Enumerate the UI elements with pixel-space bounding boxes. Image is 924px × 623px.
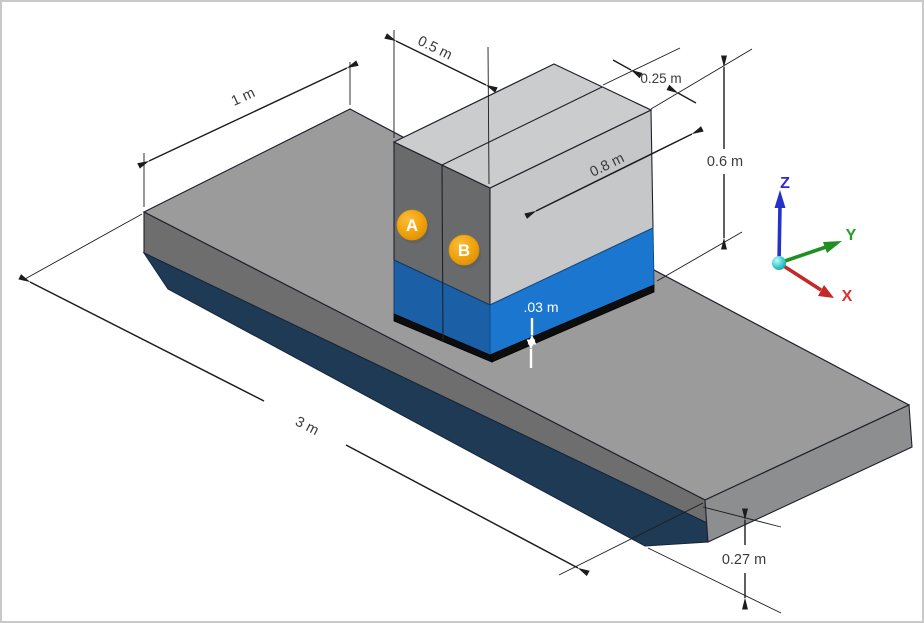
dim-label-bond-layer: .03 m <box>523 299 558 315</box>
dim-label-plate-pair-width: 0.5 m <box>415 33 455 63</box>
badge-plate-a: A <box>396 209 430 244</box>
slab-chamfer-face <box>142 251 709 547</box>
orientation-triad[interactable]: Z Y X <box>772 175 857 305</box>
dim-bond-layer: .03 m <box>523 299 559 368</box>
dim-label-slab-width: 1 m <box>229 85 258 110</box>
dim-label-slab-thickness: 0.27 m <box>722 552 766 568</box>
x-axis-arrowhead <box>818 285 834 298</box>
z-axis-label: Z <box>780 175 790 192</box>
z-axis[interactable]: Z <box>774 175 791 264</box>
badge-a-letter: A <box>406 216 418 235</box>
badge-a-circle <box>396 209 428 241</box>
badge-b-letter: B <box>458 241 470 260</box>
y-axis[interactable]: Y <box>778 227 857 265</box>
z-axis-arrowhead <box>774 190 786 208</box>
part-badges: A B <box>396 209 482 269</box>
slab-right-end-face <box>704 404 913 543</box>
dim-plate-height: 0.6 m <box>656 55 743 282</box>
badge-b-circle <box>448 234 480 266</box>
dim-label-plate-height: 0.6 m <box>707 154 743 170</box>
y-axis-label: Y <box>846 227 857 244</box>
x-axis-label: X <box>842 288 853 305</box>
y-axis-arrowhead <box>823 241 842 253</box>
dim-slab-thickness: 0.27 m <box>647 506 782 614</box>
plate-split-edge-top <box>441 86 603 166</box>
badge-plate-b: B <box>448 234 482 269</box>
x-axis[interactable]: X <box>778 261 853 305</box>
dim-plate-thickness: 0.25 m <box>602 47 753 110</box>
dim-label-slab-length: 3 m <box>292 414 321 439</box>
triad-origin-sphere[interactable] <box>772 256 786 270</box>
dim-label-plate-thickness: 0.25 m <box>640 71 681 86</box>
plate-split-edge-side <box>441 164 444 342</box>
